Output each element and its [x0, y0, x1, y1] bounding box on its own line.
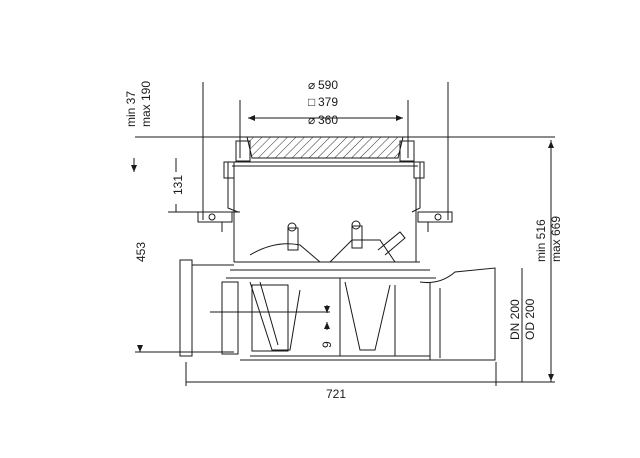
right-max-label: max 669 [549, 216, 563, 262]
od-label: OD 200 [523, 298, 537, 340]
inlet-pipe-left [179, 259, 239, 357]
dim-379 [239, 100, 409, 158]
dim-360-label: 360 [318, 113, 338, 127]
left-min-label: min 37 [124, 91, 138, 127]
outlet-pipe-right [419, 267, 496, 361]
dim-721-label: 721 [326, 387, 346, 401]
dim-590-label: 590 [318, 78, 338, 92]
dim-379-label: 379 [318, 95, 338, 109]
left-max-label: max 190 [139, 81, 153, 127]
dim-131-label: 131 [171, 175, 185, 195]
upper-frame [223, 161, 425, 262]
trap-body [226, 220, 436, 279]
dim-9-label: 9 [320, 341, 334, 348]
collar-flanges [197, 211, 453, 232]
dia-590-symbol: ⌀ [308, 78, 315, 92]
dim-453-label: 453 [134, 242, 148, 262]
dn-label: DN 200 [508, 299, 522, 340]
sq-379-symbol: □ [308, 95, 315, 109]
dia-360-symbol: ⌀ [308, 113, 315, 127]
right-min-label: min 516 [534, 219, 548, 262]
dim-590 [202, 82, 449, 220]
cover-grate [235, 136, 415, 162]
internal-chambers [240, 278, 440, 361]
